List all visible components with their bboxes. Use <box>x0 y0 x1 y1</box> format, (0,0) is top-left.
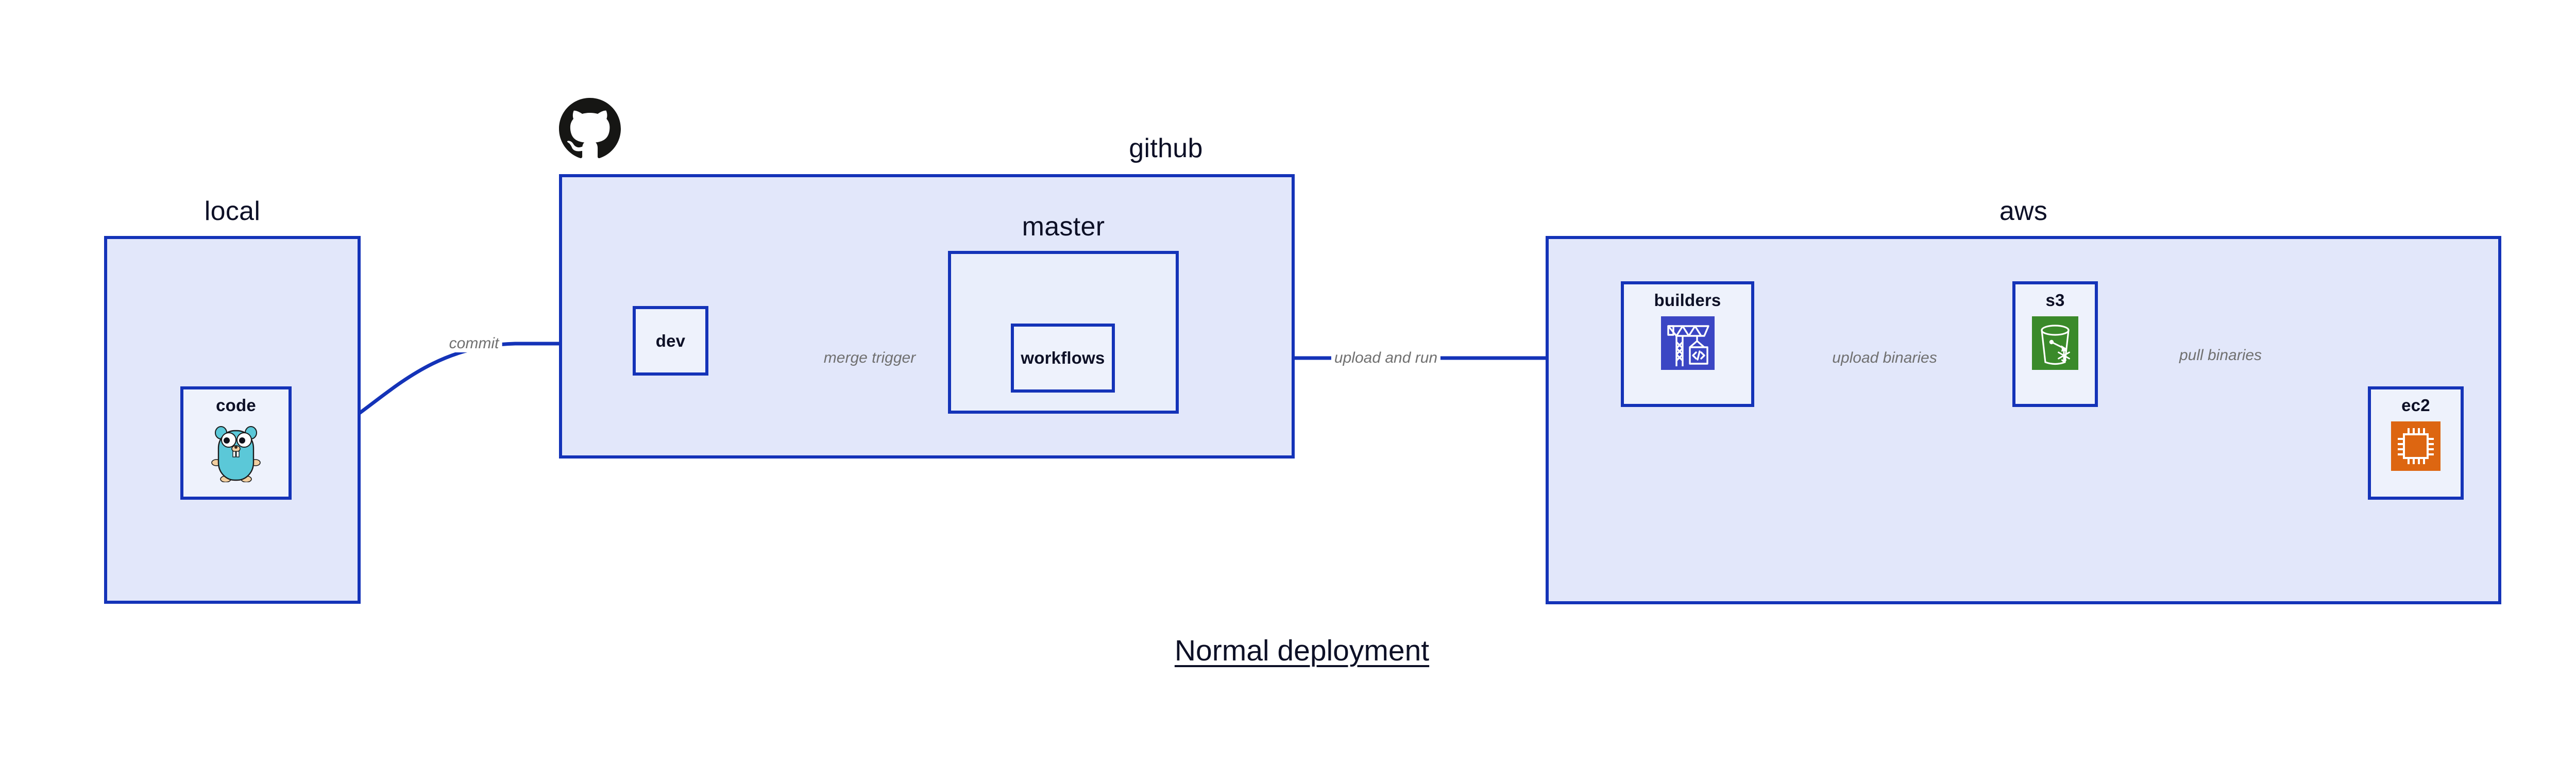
node-label-builders: builders <box>1654 291 1721 310</box>
page-title: Normal deployment <box>1174 634 1430 667</box>
node-ec2[interactable]: ec2 <box>2368 386 2464 500</box>
node-builders[interactable]: builders <box>1621 281 1754 407</box>
node-code[interactable]: code <box>180 386 292 500</box>
node-label-dev: dev <box>655 331 686 350</box>
node-s3[interactable]: s3 <box>2012 281 2098 407</box>
node-dev[interactable]: dev <box>633 306 708 376</box>
node-label-s3: s3 <box>2045 291 2065 310</box>
github-octocat-logo <box>559 98 621 160</box>
edge-label-commit: commit <box>446 335 502 352</box>
edge-label-upload-binaries: upload binaries <box>1829 349 1940 367</box>
group-label-local: local <box>204 196 261 226</box>
edge-label-merge-trigger: merge trigger <box>820 349 919 367</box>
go-gopher-icon <box>211 421 261 483</box>
node-label-ec2: ec2 <box>2401 396 2430 415</box>
cpu-chip-icon <box>2391 421 2441 471</box>
crane-code-icon <box>1660 316 1715 370</box>
edge-label-upload-and-run: upload and run <box>1331 349 1441 367</box>
group-label-master: master <box>1022 212 1105 242</box>
edge-label-pull-binaries: pull binaries <box>2176 347 2265 364</box>
group-label-github: github <box>1129 133 1203 163</box>
node-workflows[interactable]: workflows <box>1011 324 1115 393</box>
node-label-workflows: workflows <box>1021 348 1105 367</box>
group-label-aws: aws <box>1999 196 2048 226</box>
s3-bucket-icon <box>2032 316 2078 370</box>
node-label-code: code <box>216 396 256 415</box>
